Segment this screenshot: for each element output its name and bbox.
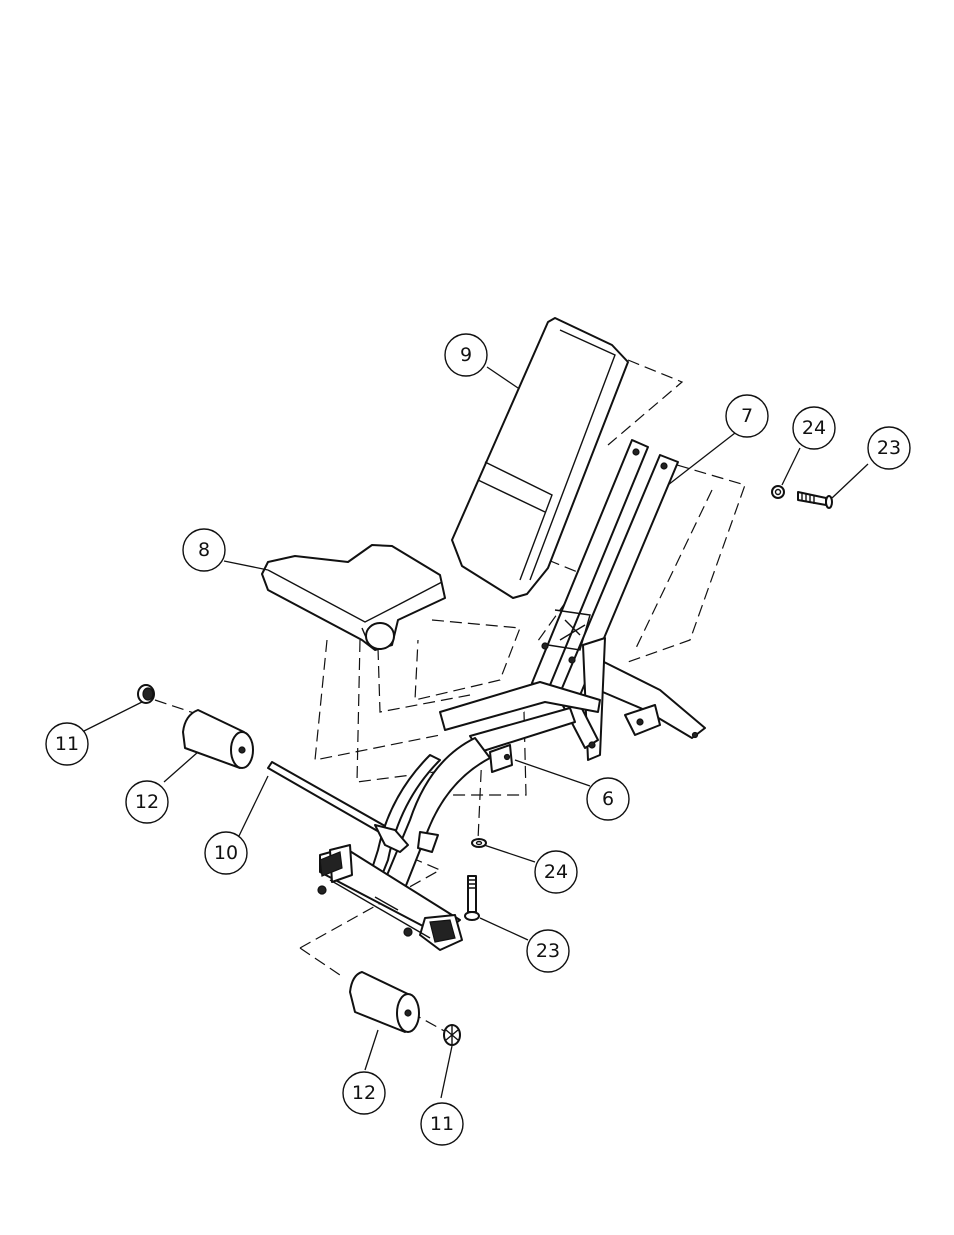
callout-6: 6 <box>587 778 629 820</box>
callout-24-lower: 24 <box>535 851 577 893</box>
callout-label: 7 <box>741 405 753 427</box>
washer-upper <box>772 486 784 498</box>
callout-23-lower: 23 <box>527 930 569 972</box>
callout-10: 10 <box>205 832 247 874</box>
bolt-upper <box>798 492 832 508</box>
callout-7: 7 <box>726 395 768 437</box>
callout-label: 23 <box>877 437 901 459</box>
callout-label: 11 <box>430 1113 454 1135</box>
callout-9: 9 <box>445 334 487 376</box>
callout-label: 23 <box>536 940 560 962</box>
callout-label: 24 <box>544 861 568 883</box>
callout-label: 12 <box>352 1082 376 1104</box>
callout-23-upper: 23 <box>868 427 910 469</box>
callout-24-upper: 24 <box>793 407 835 449</box>
callout-11-upper: 11 <box>46 723 88 765</box>
front-base <box>318 845 462 950</box>
callout-label: 9 <box>460 344 472 366</box>
callout-label: 8 <box>198 539 210 561</box>
callout-label: 10 <box>214 842 238 864</box>
foam-roller-lower <box>350 972 419 1032</box>
callout-11-lower: 11 <box>421 1103 463 1145</box>
foam-roller-upper <box>183 710 253 768</box>
roller-rod <box>268 762 408 852</box>
bolt-lower <box>465 876 479 920</box>
callout-8: 8 <box>183 529 225 571</box>
callout-12-upper: 12 <box>126 781 168 823</box>
callout-12-lower: 12 <box>343 1072 385 1114</box>
end-cap-lower <box>444 1025 460 1045</box>
end-cap-upper <box>138 685 154 703</box>
callout-label: 24 <box>802 417 826 439</box>
seat-pad <box>262 545 445 650</box>
washer-lower <box>472 839 486 847</box>
callout-label: 6 <box>602 788 614 810</box>
callout-label: 12 <box>135 791 159 813</box>
callout-label: 11 <box>55 733 79 755</box>
